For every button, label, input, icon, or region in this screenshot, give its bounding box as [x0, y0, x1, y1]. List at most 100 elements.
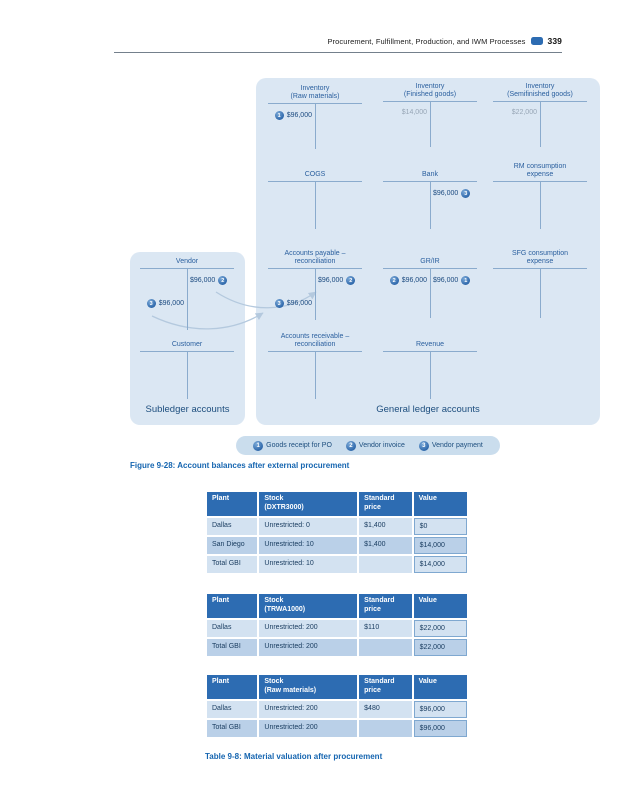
- section-marker-icon: [530, 37, 543, 45]
- table-cell: $110: [359, 619, 412, 637]
- legend-item-goods-receipt: 1 Goods receipt for PO: [253, 440, 332, 451]
- account-title: Customer: [171, 341, 203, 349]
- account-title: Accounts payable – reconciliation: [284, 249, 346, 266]
- value-cell: $96,000: [413, 700, 467, 718]
- table-cell: Unrestricted: 200: [259, 638, 358, 656]
- column-header: Plant: [207, 594, 258, 618]
- page-number: 339: [547, 36, 562, 46]
- t-account-stem: [540, 182, 541, 229]
- subledger-accounts-label: Subledger accounts: [145, 404, 230, 415]
- event-badge-3-icon: 3: [146, 299, 156, 308]
- t-account-stem: [315, 104, 316, 149]
- column-header: Stock(TRWA1000): [259, 594, 358, 618]
- table-cell: Total GBI: [207, 638, 258, 656]
- t-account-sfg-consumption-expense: SFG consumption expense: [493, 250, 587, 318]
- account-title: COGS: [304, 171, 326, 179]
- t-account-accounts-receivable-reconciliation: Accounts receivable – reconciliation: [268, 333, 362, 399]
- credit-amount: $96,000: [190, 277, 216, 284]
- account-title: Accounts receivable – reconciliation: [280, 332, 350, 349]
- t-account-revenue: Revenue: [383, 341, 477, 399]
- column-header: Stock(DXTR3000): [259, 492, 358, 516]
- header-rule: [114, 52, 562, 53]
- column-header: Plant: [207, 492, 258, 516]
- table-cell: Total GBI: [207, 555, 258, 573]
- credit-entry: $96,000 2: [187, 276, 234, 285]
- event-badge-3-icon: 3: [418, 440, 429, 451]
- value-cell: $14,000: [413, 555, 467, 573]
- legend-label: Vendor invoice: [358, 442, 405, 449]
- debit-amount: $14,000: [401, 109, 427, 116]
- t-account-bank: Bank $96,000 3: [383, 171, 477, 229]
- event-badge-3-icon: 3: [274, 299, 284, 308]
- event-badge-2-icon: 2: [218, 276, 228, 285]
- column-header: Stock(Raw materials): [259, 675, 358, 699]
- account-title: Inventory (Semifinished goods): [507, 82, 573, 99]
- table-cell: Total GBI: [207, 719, 258, 737]
- t-account-stem: [187, 269, 188, 330]
- t-account-stem: [315, 182, 316, 229]
- value-cell: $14,000: [413, 536, 467, 554]
- figure-caption: Figure 9-28: Account balances after exte…: [130, 461, 350, 470]
- debit-amount: $96,000: [286, 112, 312, 119]
- legend-item-vendor-invoice: 2 Vendor invoice: [345, 440, 405, 451]
- debit-amount: $22,000: [511, 109, 537, 116]
- t-account-stem: [315, 352, 316, 399]
- debit-entry: 3 $96,000: [268, 299, 315, 308]
- table-cell: Unrestricted: 200: [259, 719, 358, 737]
- table-caption: Table 9-8: Material valuation after proc…: [205, 752, 383, 761]
- event-badge-3-icon: 3: [461, 189, 471, 198]
- legend-label: Goods receipt for PO: [266, 442, 332, 449]
- account-title: SFG consumption expense: [511, 249, 569, 266]
- t-account-inventory-semifinished-goods: Inventory (Semifinished goods) $22,000: [493, 83, 587, 147]
- diagram-legend: 1 Goods receipt for PO 2 Vendor invoice …: [236, 436, 500, 455]
- general-ledger-box: [256, 78, 600, 425]
- general-ledger-accounts-label: General ledger accounts: [376, 404, 480, 415]
- credit-amount: $96,000: [318, 277, 344, 284]
- event-badge-1-icon: 1: [274, 111, 284, 120]
- t-account-stem: [430, 269, 431, 318]
- table-cell: Dallas: [207, 619, 258, 637]
- legend-item-vendor-payment: 3 Vendor payment: [418, 440, 483, 451]
- t-account-customer: Customer: [140, 341, 234, 399]
- account-title: GR/IR: [420, 258, 440, 266]
- event-badge-2-icon: 2: [346, 276, 356, 285]
- t-account-stem: [315, 269, 316, 320]
- column-header: Value: [413, 675, 467, 699]
- value-cell: $0: [413, 517, 467, 535]
- table-cell: Dallas: [207, 700, 258, 718]
- credit-entry: $96,000 3: [430, 189, 477, 198]
- credit-amount: $96,000: [433, 277, 459, 284]
- credit-entry: $96,000 1: [430, 276, 477, 285]
- debit-amount: $96,000: [158, 300, 184, 307]
- t-account-stem: [187, 352, 188, 399]
- debit-entry: 2 $96,000: [383, 276, 430, 285]
- value-cell: $22,000: [413, 619, 467, 637]
- value-cell: $22,000: [413, 638, 467, 656]
- table-cell: $1,400: [359, 517, 412, 535]
- event-badge-2-icon: 2: [345, 440, 356, 451]
- debit-entry: 3 $96,000: [140, 299, 187, 308]
- account-title: Vendor: [175, 258, 199, 266]
- debit-entry: 1 $96,000: [268, 111, 315, 120]
- account-title: Revenue: [415, 341, 445, 349]
- event-badge-2-icon: 2: [389, 276, 399, 285]
- chapter-title: Procurement, Fulfillment, Production, an…: [327, 36, 526, 46]
- t-account-cogs: COGS: [268, 171, 362, 229]
- event-badge-1-icon: 1: [253, 440, 264, 451]
- t-account-stem: [540, 269, 541, 318]
- debit-amount: $96,000: [286, 300, 312, 307]
- table-cell: Dallas: [207, 517, 258, 535]
- table-cell: [359, 638, 412, 656]
- table-cell: [359, 719, 412, 737]
